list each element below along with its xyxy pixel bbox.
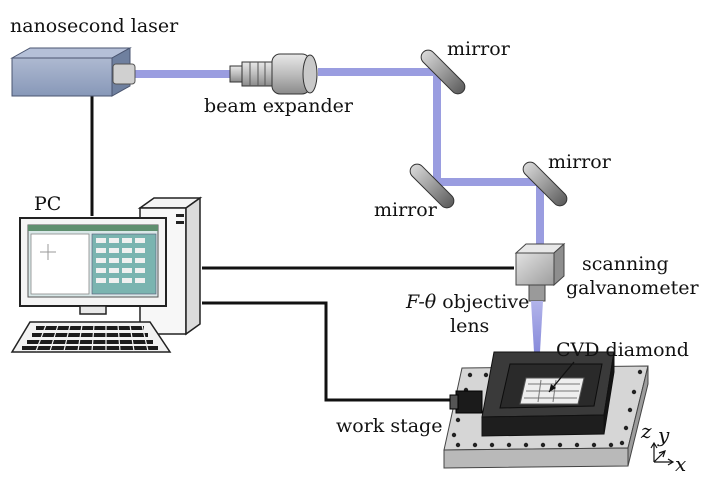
f-theta-symbol: F-θ [405,291,437,313]
axis-y-label: y [657,423,670,447]
laser-label: nanosecond laser [10,15,179,37]
objective-lens-label-line2: lens [450,315,489,337]
axis-z-label: z [640,419,652,443]
pc [10,196,203,353]
axis-x-label: x [675,452,686,476]
laser-output-nozzle [112,63,136,85]
pc-monitor [19,217,167,315]
mirror-1 [420,49,466,95]
pc-keyboard [10,321,172,353]
galvanometer-label-line2: galvanometer [566,277,699,299]
sample-label: CVD diamond [556,339,689,361]
stage-motor [455,390,483,414]
scanning-galvanometer [514,242,566,302]
laser-beam [135,68,544,250]
beam-expander-label: beam expander [204,95,354,117]
mirror-1-label: mirror [447,38,511,60]
objective-lens-label-line1: F-θ objective [405,291,529,313]
coordinate-axes [650,441,675,466]
monitor-neck [79,305,107,315]
mirror-2-label: mirror [374,199,438,221]
sample-scribe-lines [524,379,580,403]
beam-expander [229,53,318,95]
f-theta-lens [528,284,546,302]
screen-canvas [30,233,90,295]
drive-slot-2 [176,221,184,224]
objective-word: objective [436,291,529,313]
stage-base-front [443,447,629,469]
stage-block-front [481,414,605,437]
pc-label: PC [34,193,61,215]
galvanometer-label-line1: scanning [582,253,669,275]
sample-pointer-arrowhead [549,384,556,392]
mirror-3-label: mirror [548,151,612,173]
cables [90,96,514,402]
drive-slot-1 [176,214,184,217]
mirror-2 [409,163,455,209]
screen-panel [91,233,157,295]
cable-pc-stage [202,301,462,402]
mirror-3 [522,161,568,207]
focused-beam [531,301,543,386]
stage-base-side [627,365,649,467]
work-stage [443,351,649,469]
nanosecond-laser [10,47,136,97]
screen-controls [96,238,145,283]
stage-holes [451,369,643,448]
work-stage-label: work stage [336,415,442,437]
screen-crosshair [40,244,56,260]
stage-block-side [603,351,615,435]
